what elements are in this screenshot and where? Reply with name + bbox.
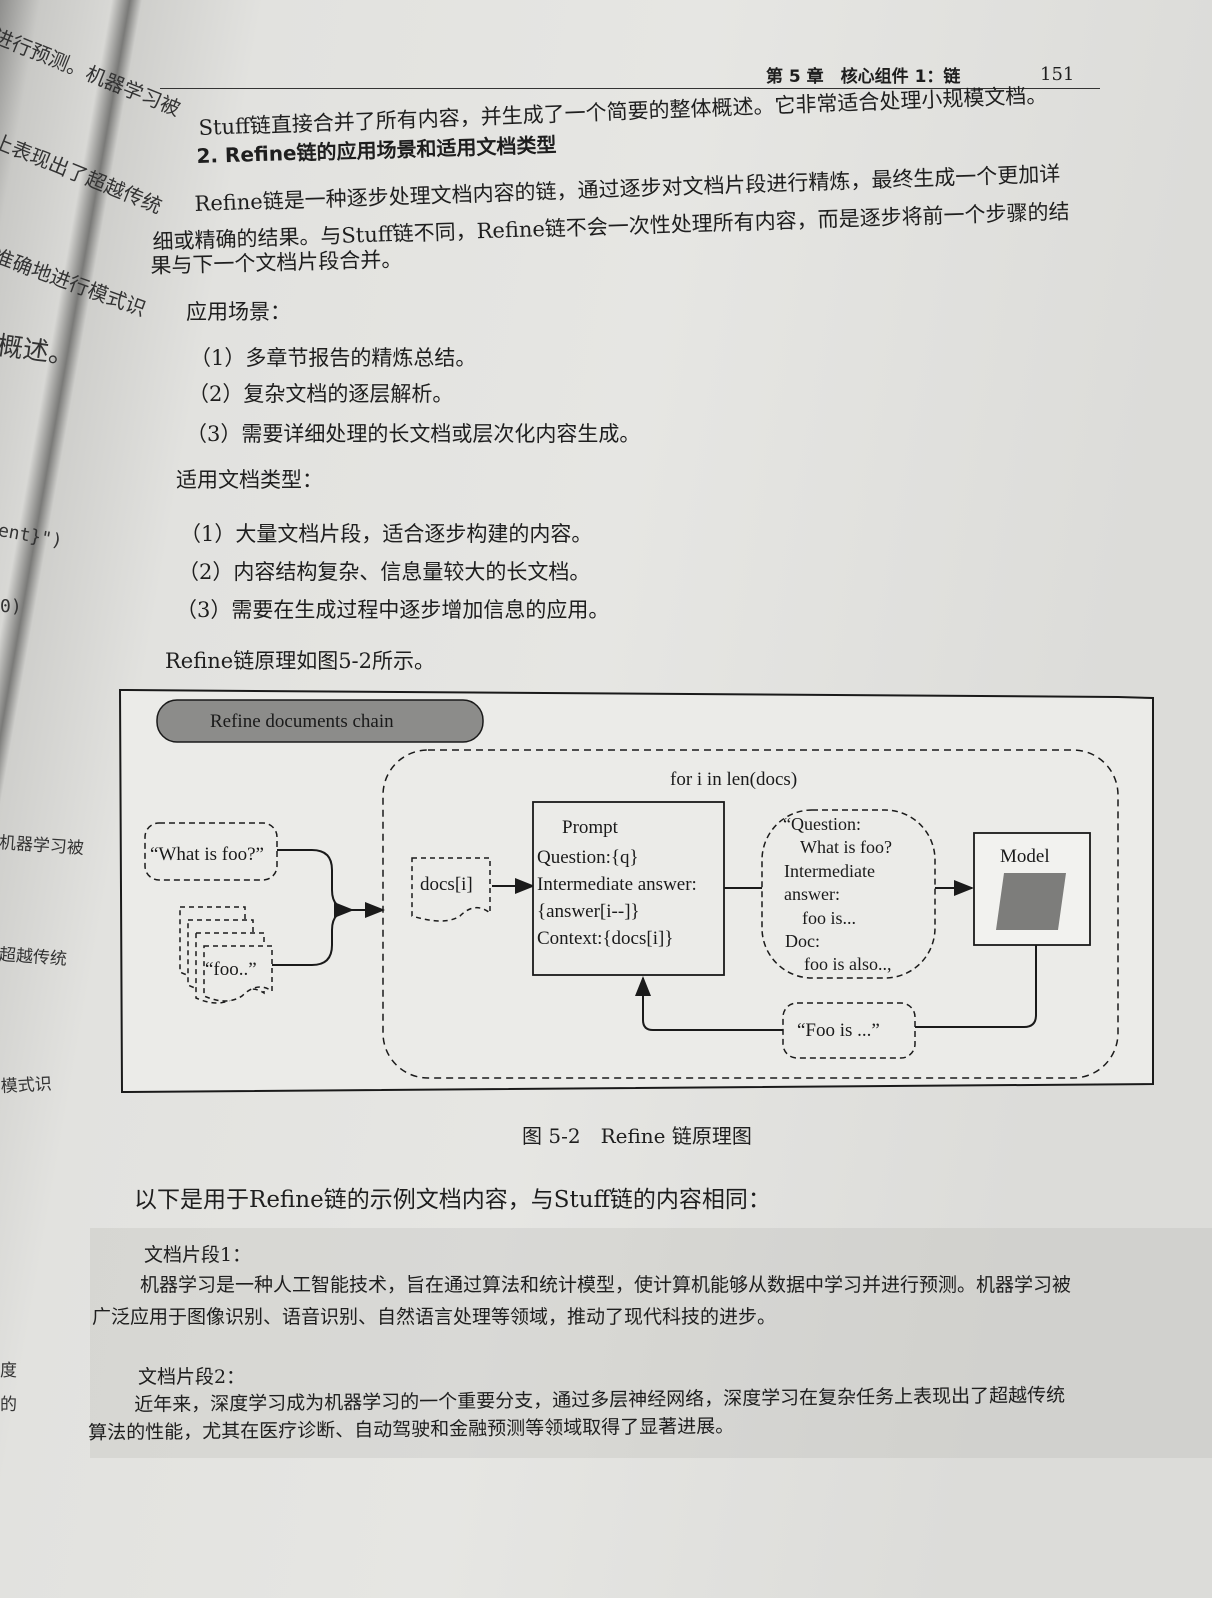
docs-text: “foo..” (205, 959, 257, 980)
snippet-line: 广泛应用于图像识别、语音识别、自然语言处理等领域，推动了现代科技的进步。 (92, 1306, 777, 1328)
left-text: 度 (0, 1361, 17, 1381)
prompt-line: Question:{q} (537, 847, 639, 868)
prompt-line: Intermediate answer: (537, 874, 697, 895)
snippet-label: 文档片段2： (138, 1366, 246, 1388)
running-header-chapter: 第 5 章 核心组件 1：链 (766, 67, 961, 87)
prompt-box (532, 801, 725, 976)
model-icon (996, 873, 1066, 930)
doc-type-item: （2）内容结构复杂、信息量较大的长文档。 (178, 560, 591, 584)
doc-types-label: 适用文档类型： (176, 468, 323, 492)
question-text: “What is foo?” (150, 844, 264, 865)
prompt-title: Prompt (562, 817, 619, 838)
snippet-label: 文档片段1： (144, 1244, 252, 1266)
figure-caption: 图 5-2 Refine 链原理图 (522, 1124, 752, 1148)
scenario-item: （3）需要详细处理的长文档或层次化内容生成。 (186, 422, 641, 446)
filled-line: “Question: (783, 814, 861, 834)
doc-stack (179, 906, 273, 1004)
left-text: 的 (0, 1395, 17, 1415)
scenario-item: （2）复杂文档的逐层解析。 (188, 382, 454, 406)
prompt-line: {answer[i--]} (537, 901, 640, 922)
prompt-line: Context:{docs[i]} (537, 928, 673, 949)
doc-i-text: docs[i] (420, 874, 473, 895)
doc-type-item: （3）需要在生成过程中逐步增加信息的应用。 (176, 598, 610, 622)
page-number: 151 (1040, 64, 1075, 85)
output-text: “Foo is ...” (797, 1020, 880, 1041)
example-intro: 以下是用于Refine链的示例文档内容，与Stuff链的内容相同： (134, 1187, 771, 1213)
scenario-item: （1）多章节报告的精炼总结。 (190, 346, 477, 370)
title-pill (156, 699, 484, 743)
filled-line: foo is also.., (804, 954, 892, 974)
filled-line: foo is... (802, 908, 856, 928)
code-block-shade (90, 1228, 1212, 1458)
running-header-rule (160, 44, 1100, 89)
filled-line: Intermediate (784, 861, 875, 881)
scenarios-label: 应用场景： (186, 300, 291, 324)
doc-i-shape (411, 857, 491, 922)
figure-reference: Refine链原理如图5-2所示。 (165, 649, 436, 673)
question-bubble (144, 822, 278, 881)
filled-prompt-bubble (761, 809, 936, 979)
filled-line: answer: (784, 884, 840, 904)
model-label: Model (1000, 846, 1050, 867)
filled-line: Doc: (785, 931, 820, 951)
loop-label: for i in len(docs) (670, 769, 797, 790)
doc-type-item: （1）大量文档片段，适合逐步构建的内容。 (180, 522, 593, 546)
diagram-title: Refine documents chain (210, 711, 394, 732)
left-code: 0) (0, 596, 22, 617)
loop-boundary (382, 749, 1119, 1079)
filled-line: What is foo? (800, 837, 892, 857)
snippet-line: 机器学习是一种人工智能技术，旨在通过算法和统计模型，使计算机能够从数据中学习并进… (140, 1274, 1072, 1296)
